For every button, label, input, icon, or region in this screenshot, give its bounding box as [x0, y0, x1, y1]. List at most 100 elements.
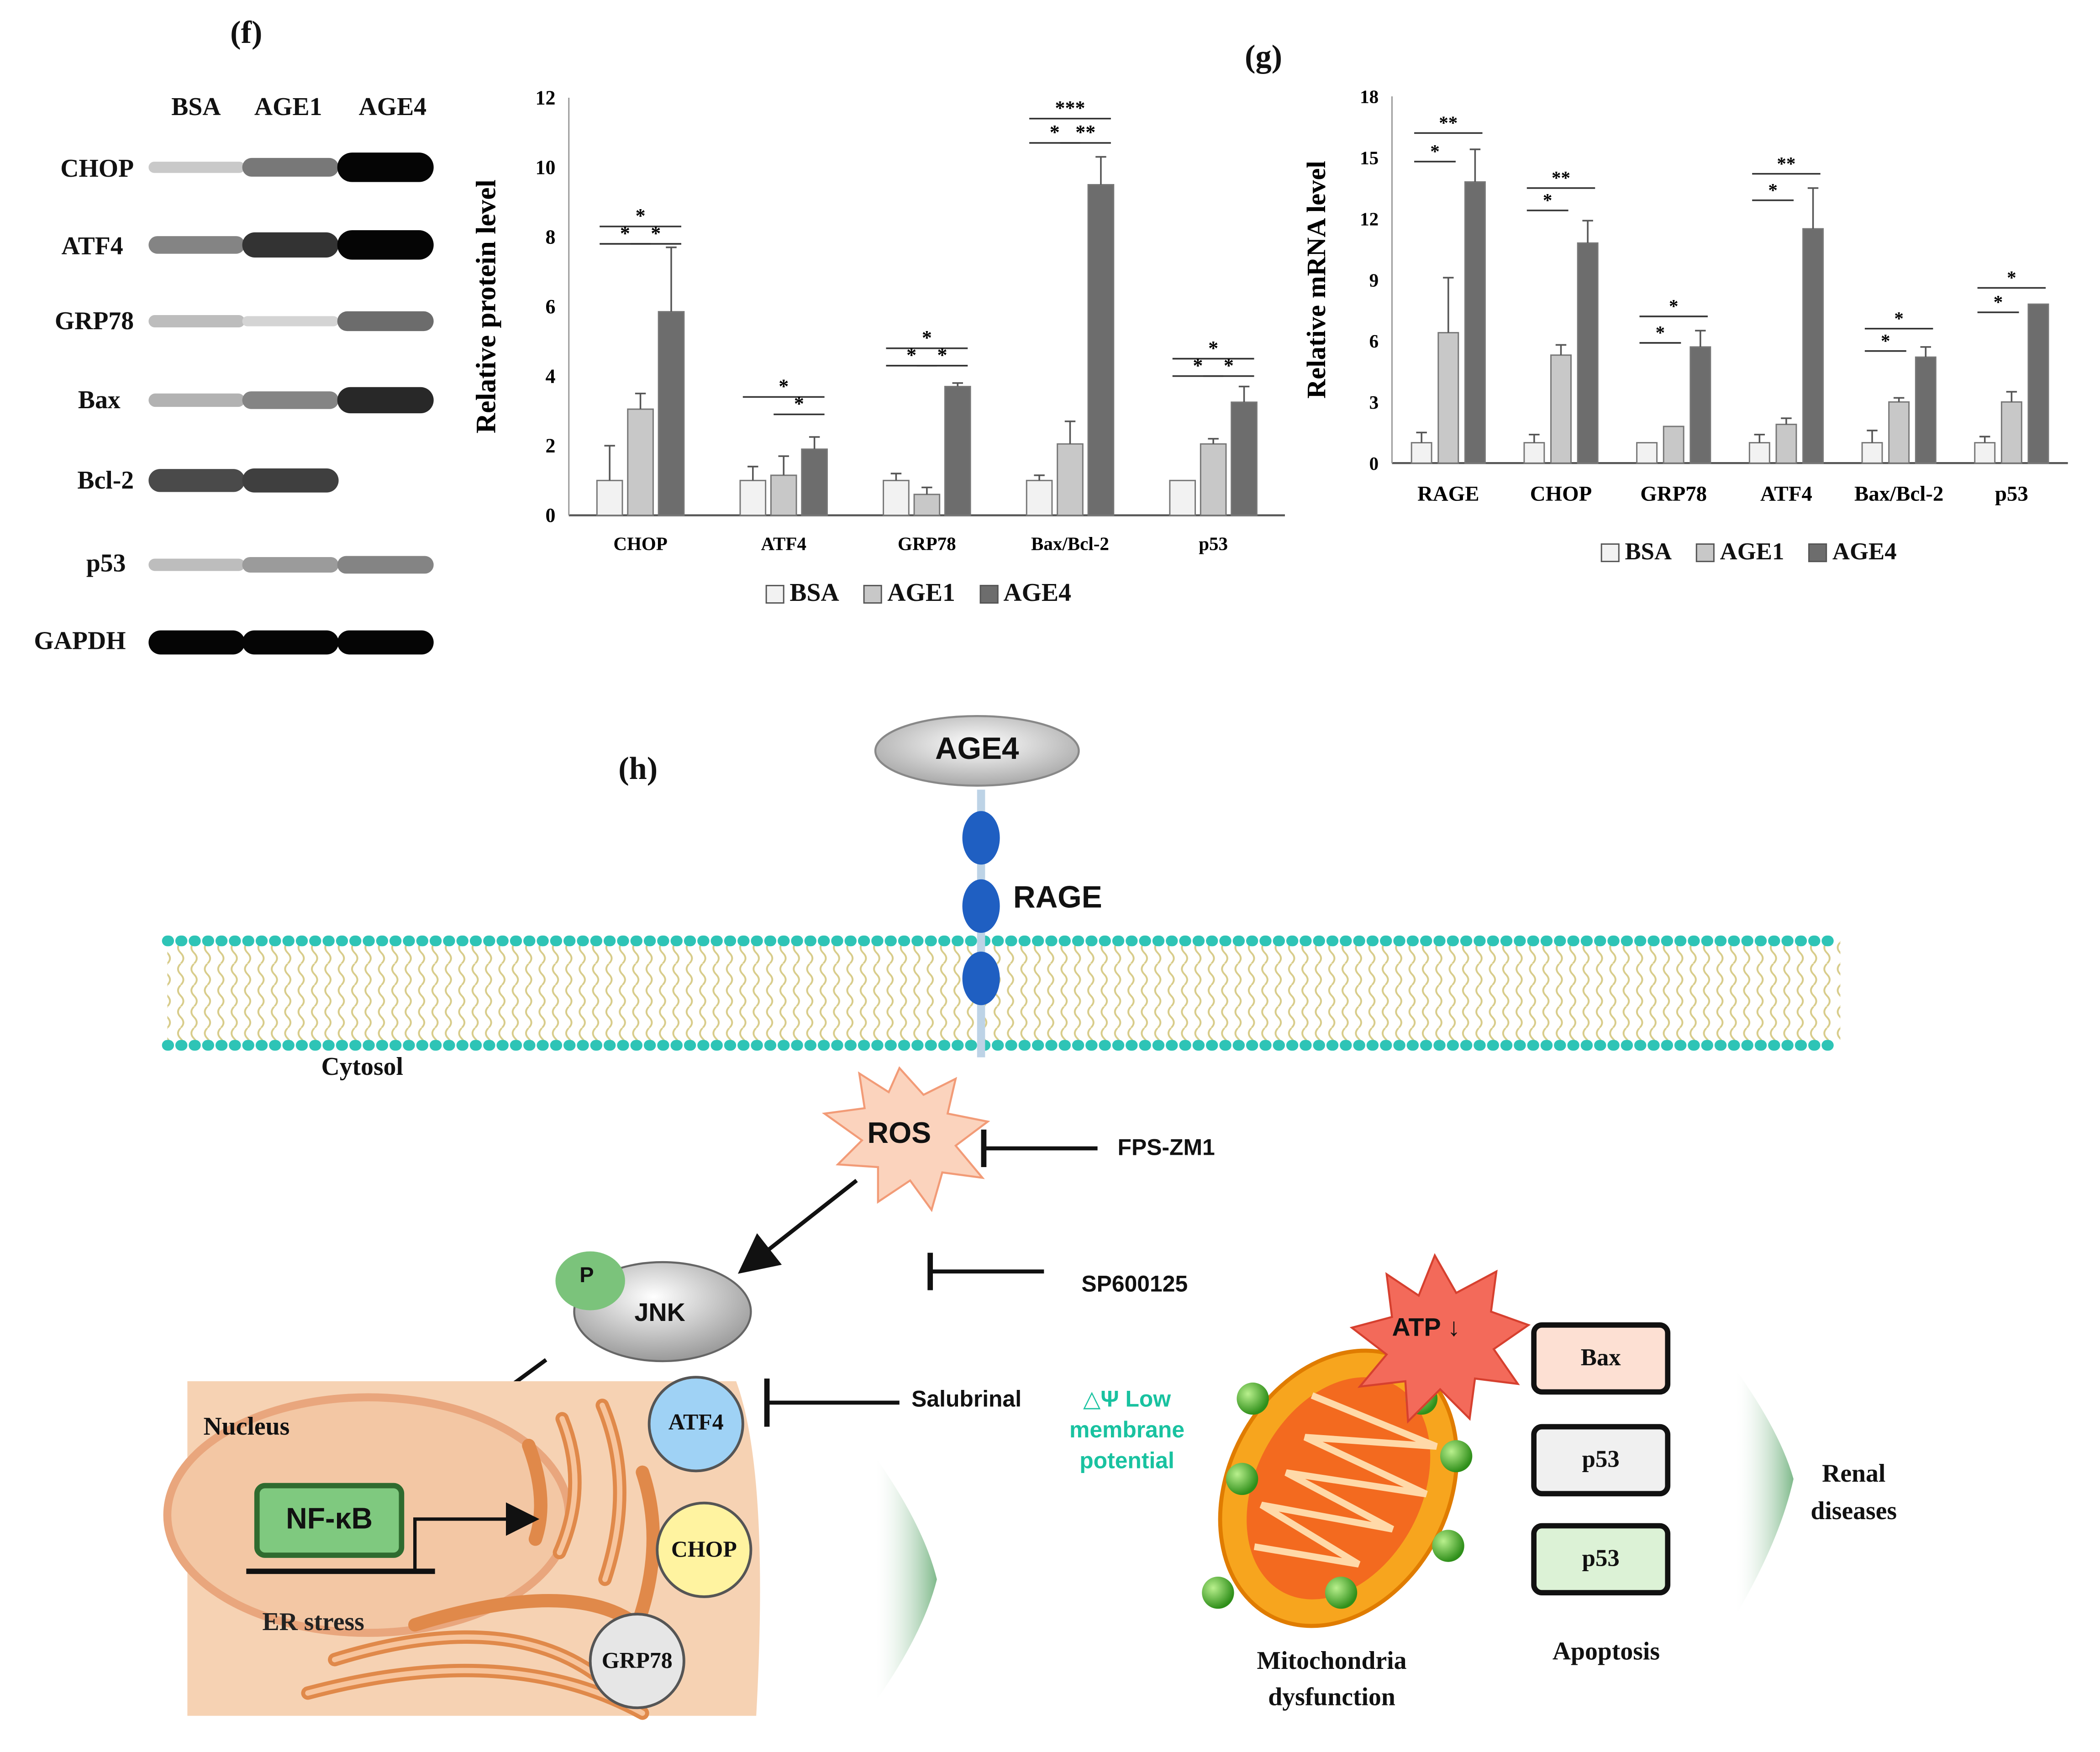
wb-band-chop-age1: [242, 158, 339, 177]
y-tick-label: 0: [1369, 453, 1379, 474]
wb-band-p53-age4: [337, 556, 434, 574]
bar-age1-chop: [627, 408, 654, 516]
bar-age1-p53: [1200, 443, 1227, 516]
wb-row-p53: p53: [86, 550, 126, 579]
fps-zm1-label: FPS-ZM1: [1117, 1135, 1215, 1161]
significance-label: *: [1050, 121, 1060, 143]
bar-age1-rage: [1437, 332, 1459, 464]
p53-label-b: p53: [1582, 1544, 1620, 1572]
y-tick-label: 3: [1369, 392, 1379, 413]
bar-age4-rage: [1464, 181, 1486, 464]
category-label: RAGE: [1417, 482, 1479, 505]
legend-item-age4-g: AGE4: [1808, 538, 1897, 566]
bar-age4-baxbcl2: [1087, 184, 1115, 516]
bar-bsa-chop: [1523, 442, 1545, 464]
receptor-domain-1: [962, 811, 1000, 865]
bar-bsa-p53: [1974, 442, 1996, 464]
category-label: Bax/Bcl-2: [1031, 533, 1109, 554]
wb-band-atf4-age1: [242, 232, 339, 258]
significance-label: *: [636, 205, 646, 227]
renal-diseases-label: Renal diseases: [1811, 1460, 1897, 1526]
er-stress-label: ER stress: [262, 1609, 364, 1637]
grp78-node: [589, 1613, 685, 1710]
mitochondrion-inner: [1247, 1377, 1431, 1599]
panel-label-f: (f): [230, 16, 263, 51]
significance-label: *: [2007, 267, 2016, 288]
bar-age1-grp78: [1663, 426, 1684, 464]
panel-label-h: (h): [618, 752, 658, 787]
bar-bsa-baxbcl2: [1861, 442, 1883, 464]
protein-chart-legend: BSA AGE1 AGE4: [765, 579, 1071, 609]
phospho-label: P: [579, 1264, 594, 1288]
y-tick-label: 6: [545, 295, 555, 318]
wb-row-grp78: GRP78: [54, 308, 134, 336]
mito-dysfunction-label: Mitochondria dysfunction: [1257, 1647, 1407, 1712]
wb-band-chop-bsa: [148, 162, 245, 173]
bax-box: [1531, 1322, 1671, 1395]
category-label: Bax/Bcl-2: [1854, 482, 1943, 505]
membrane-bilayer: [167, 941, 1841, 1046]
receptor-domain-2: [962, 879, 1000, 933]
legend-item-age1-g: AGE1: [1695, 538, 1784, 566]
significance-label: *: [1430, 141, 1440, 162]
significance-label: *: [620, 222, 630, 244]
panel-label-g: (g): [1245, 40, 1283, 75]
bar-bsa-atf4: [1748, 442, 1770, 464]
flow-arrow-left: [876, 1459, 937, 1700]
category-label: ATF4: [1760, 482, 1812, 505]
wb-band-grp78-bsa: [148, 315, 245, 327]
wb-row-chop: CHOP: [60, 155, 134, 184]
y-tick-label: 10: [535, 156, 555, 179]
y-tick-label: 18: [1360, 86, 1379, 107]
bar-bsa-atf4: [739, 479, 767, 516]
significance-label: **: [1439, 112, 1458, 133]
significance-label: *: [906, 344, 916, 366]
bar-bsa-chop: [596, 479, 623, 516]
category-label: p53: [1199, 533, 1228, 554]
wb-band-atf4-bsa: [148, 236, 245, 254]
bar-age4-chop: [658, 311, 685, 516]
nucleus-label: Nucleus: [203, 1413, 290, 1442]
y-tick-label: 12: [535, 87, 555, 109]
y-tick-label: 8: [545, 226, 555, 248]
bar-age4-grp78: [1689, 346, 1711, 464]
bar-age1-grp78: [913, 494, 941, 516]
significance-label: **: [1075, 121, 1095, 143]
significance-label: *: [779, 375, 789, 398]
p53-box-b: [1531, 1523, 1671, 1595]
transcription-arrow: [413, 1502, 540, 1572]
legend-item-age4: AGE4: [979, 579, 1071, 609]
membrane-potential-label: △Ψ Low membrane potential: [1069, 1386, 1185, 1474]
significance-label: *: [1669, 295, 1679, 316]
category-label: GRP78: [1640, 482, 1707, 505]
significance-label: *: [937, 344, 947, 366]
ros-to-jnk-arrow: [737, 1179, 858, 1274]
atf4-label: ATF4: [668, 1409, 724, 1435]
wb-band-bax-age4: [337, 387, 434, 414]
flow-arrow-right: [1737, 1372, 1794, 1613]
significance-label: *: [1768, 179, 1778, 200]
bar-age4-baxbcl2: [1915, 356, 1937, 464]
chop-label: CHOP: [671, 1536, 737, 1562]
age4-ligand: [874, 715, 1080, 787]
significance-label: *: [1193, 354, 1203, 377]
mito-particles: [1202, 1382, 1473, 1609]
wb-column-bsa: BSA: [171, 94, 221, 122]
age4-label: AGE4: [935, 731, 1019, 766]
significance-label: *: [1656, 322, 1665, 343]
bar-age1-baxbcl2: [1888, 401, 1910, 464]
wb-band-bax-age1: [242, 391, 339, 409]
wb-row-bax: Bax: [78, 387, 121, 415]
wb-row-atf4: ATF4: [61, 233, 123, 261]
atp-burst: [1349, 1253, 1531, 1424]
wb-column-age1: AGE1: [254, 94, 322, 122]
bar-age1-atf4: [1775, 423, 1797, 464]
y-tick-label: 2: [545, 435, 555, 457]
legend-item-bsa-g: BSA: [1600, 538, 1672, 566]
significance-label: *: [922, 326, 932, 349]
significance-label: *: [1224, 354, 1234, 377]
atp-label: ATP ↓: [1392, 1314, 1461, 1342]
